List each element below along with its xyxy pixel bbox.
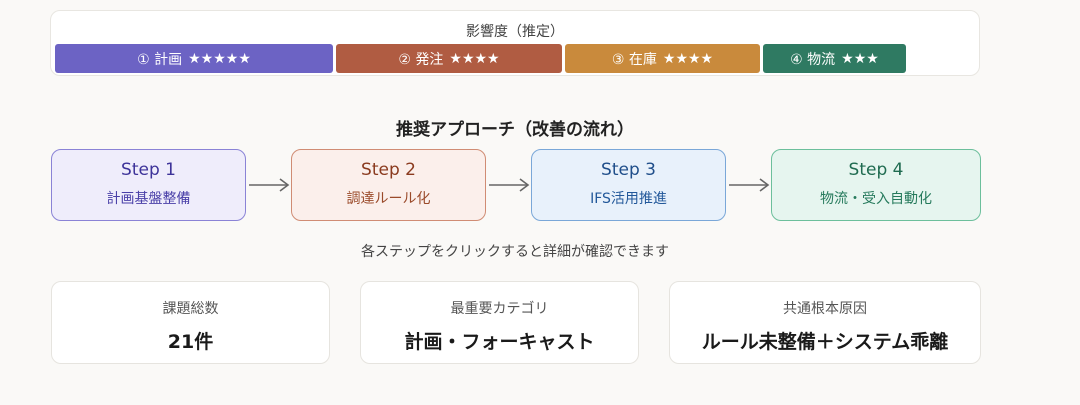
- impact-segment-order: ② 発注 ★★★★: [336, 44, 562, 73]
- step-4-card[interactable]: Step 4 物流・受入自動化: [771, 149, 981, 221]
- summary-card-label: 最重要カテゴリ: [450, 301, 549, 317]
- impact-segment-stars: ★★★: [841, 50, 879, 67]
- impact-segment-logistics: ④ 物流 ★★★: [763, 44, 906, 73]
- arrow-right-icon: [489, 178, 530, 192]
- arrow-right-icon: [729, 178, 770, 192]
- arrow-right-icon: [249, 178, 290, 192]
- step-2-card[interactable]: Step 2 調達ルール化: [291, 149, 486, 221]
- impact-segment-label: ① 計画: [137, 51, 183, 68]
- impact-bar: ① 計画 ★★★★★ ② 発注 ★★★★ ③ 在庫 ★★★★ ④ 物流 ★★★: [55, 44, 906, 73]
- step-title: Step 2: [361, 160, 416, 180]
- step-3-card[interactable]: Step 3 IFS活用推進: [531, 149, 726, 221]
- impact-segment-plan: ① 計画 ★★★★★: [55, 44, 333, 73]
- step-1-card[interactable]: Step 1 計画基盤整備: [51, 149, 246, 221]
- summary-card-value: 21件: [167, 331, 214, 353]
- summary-card-value: ルール未整備＋システム乖離: [701, 331, 949, 353]
- summary-card-root-cause: 共通根本原因 ルール未整備＋システム乖離: [669, 281, 981, 364]
- impact-segment-label: ② 発注: [398, 51, 444, 68]
- summary-card-top-category: 最重要カテゴリ 計画・フォーキャスト: [360, 281, 639, 364]
- impact-panel: 影響度（推定） ① 計画 ★★★★★ ② 発注 ★★★★ ③ 在庫 ★★★★ ④ 物流…: [50, 10, 980, 76]
- step-subtitle: 物流・受入自動化: [820, 191, 932, 207]
- summary-card-label: 課題総数: [162, 301, 219, 317]
- step-title: Step 3: [601, 160, 656, 180]
- steps-hint: 各ステップをクリックすると詳細が確認できます: [361, 244, 669, 260]
- summary-card-total-issues: 課題総数 21件: [51, 281, 330, 364]
- impact-segment-label: ④ 物流: [790, 51, 836, 68]
- summary-card-label: 共通根本原因: [783, 301, 867, 317]
- step-subtitle: IFS活用推進: [590, 191, 667, 207]
- impact-title: 影響度（推定）: [466, 24, 564, 40]
- step-subtitle: 計画基盤整備: [106, 191, 191, 207]
- impact-segment-stars: ★★★★: [449, 50, 500, 67]
- step-title: Step 1: [121, 160, 176, 180]
- impact-segment-stars: ★★★★★: [188, 50, 251, 67]
- summary-card-value: 計画・フォーキャスト: [404, 331, 595, 353]
- impact-segment-label: ③ 在庫: [611, 51, 657, 68]
- approach-title: 推奨アプローチ（改善の流れ）: [396, 120, 634, 140]
- impact-segment-stars: ★★★★: [662, 50, 714, 67]
- step-subtitle: 調達ルール化: [346, 191, 431, 207]
- impact-segment-inventory: ③ 在庫 ★★★★: [565, 44, 760, 73]
- step-title: Step 4: [848, 160, 904, 180]
